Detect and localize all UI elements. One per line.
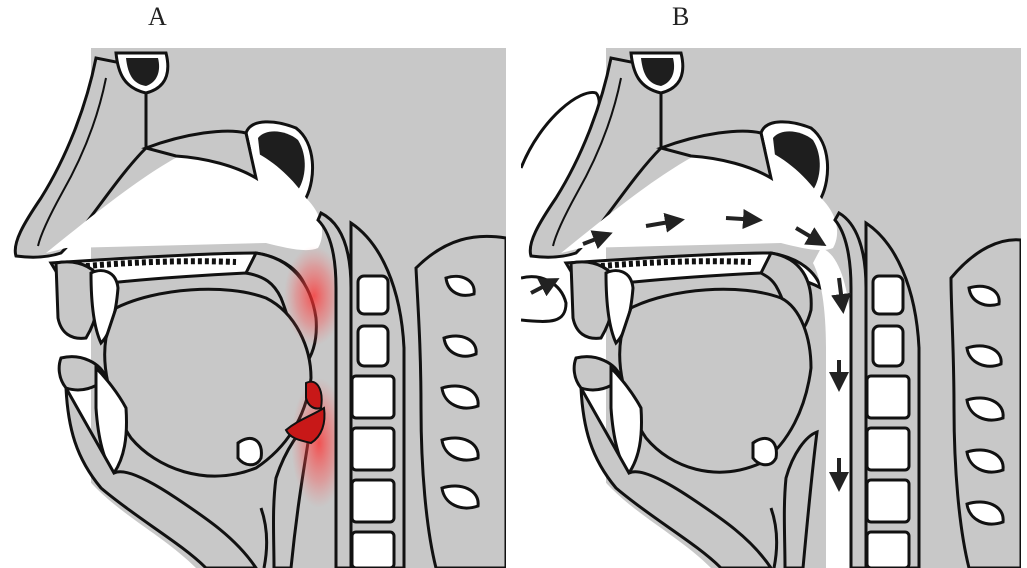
- vertebra-c1: [358, 276, 388, 314]
- panel-a-label: A: [148, 0, 167, 34]
- obstruction-tongue-base: [306, 382, 322, 409]
- panel-a-illustration: [6, 48, 506, 568]
- hyoid-bone: [238, 438, 261, 464]
- vertebra-c2: [358, 326, 388, 366]
- airflow-arrow-icon: [726, 218, 759, 220]
- vertebra-c6: [867, 532, 909, 568]
- vertebra-c2: [873, 326, 903, 366]
- vertebra-c3: [352, 376, 394, 418]
- panel-b-label: B: [672, 0, 689, 34]
- vertebra-c3: [867, 376, 909, 418]
- panel-a: [6, 48, 506, 568]
- hyoid-bone: [753, 438, 776, 464]
- vertebra-c5: [867, 480, 909, 522]
- panel-b: [521, 48, 1021, 568]
- vertebra-c4: [352, 428, 394, 470]
- vertebra-c5: [352, 480, 394, 522]
- vertebra-c4: [867, 428, 909, 470]
- panel-b-illustration: [521, 48, 1021, 568]
- vertebra-c1: [873, 276, 903, 314]
- vertebra-c6: [352, 532, 394, 568]
